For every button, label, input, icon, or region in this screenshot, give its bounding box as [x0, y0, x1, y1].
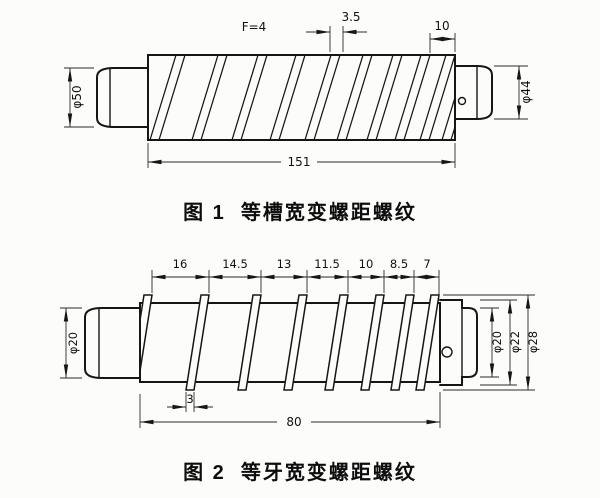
- fig2-dim-pitch-6: 8.5: [390, 257, 408, 271]
- fig1-thread-grooves: [149, 56, 454, 139]
- fig2-thread-ribs: [141, 294, 440, 391]
- fig1-dimensions: F=4 3.5 10 φ50: [64, 10, 533, 169]
- fig1-left-shaft-end: [96, 67, 149, 128]
- fig2-dim-pitch-1: 16: [173, 257, 188, 271]
- fig1-dim-end-pitch: 10: [434, 19, 449, 33]
- fig2-dim-pitch-3: 13: [277, 257, 292, 271]
- fig2-dim-tooth-width: 3: [186, 392, 193, 406]
- figure1-drawing: F=4 3.5 10 φ50: [64, 10, 533, 169]
- fig1-right-shaft-end: [454, 65, 493, 120]
- fig2-dim-pitch-2: 14.5: [222, 257, 248, 271]
- fig2-center-hole: [441, 346, 453, 358]
- fig2-dim-pitch-7: 7: [423, 257, 430, 271]
- fig2-dim-left-diameter: φ20: [66, 332, 80, 354]
- fig1-center-hole: [457, 96, 467, 106]
- fig2-dimensions: 16 14.5 13 11.5 10 8.5 7 φ20 φ20: [60, 257, 540, 429]
- fig1-dim-right-diameter: φ44: [519, 80, 533, 103]
- figure2-caption: 图 2 等牙宽变螺距螺纹: [183, 462, 417, 484]
- figure2-drawing: 16 14.5 13 11.5 10 8.5 7 φ20 φ20: [60, 257, 540, 429]
- fig2-right-shaft-end: [439, 299, 478, 386]
- fig1-thread-barrel: [147, 54, 456, 141]
- fig1-dim-groove-width-top: 3.5: [341, 10, 360, 24]
- fig2-dim-right-end-diameter: φ20: [490, 331, 504, 353]
- fig2-dim-pitch-5: 10: [359, 257, 374, 271]
- fig1-dim-overall-length: 151: [288, 155, 311, 169]
- fig2-dim-overall-length: 80: [286, 415, 301, 429]
- fig2-dim-pitch-4: 11.5: [314, 257, 340, 271]
- fig1-dim-left-diameter: φ50: [70, 85, 84, 108]
- fig2-dim-right-mid-diameter: φ22: [508, 331, 522, 353]
- fig2-left-shaft-end: [84, 307, 141, 379]
- figure1-caption: 图 1 等槽宽变螺距螺纹: [183, 202, 417, 224]
- fig2-dim-right-crest-diameter: φ28: [526, 331, 540, 353]
- fig1-dim-groove-width: F=4: [242, 20, 267, 34]
